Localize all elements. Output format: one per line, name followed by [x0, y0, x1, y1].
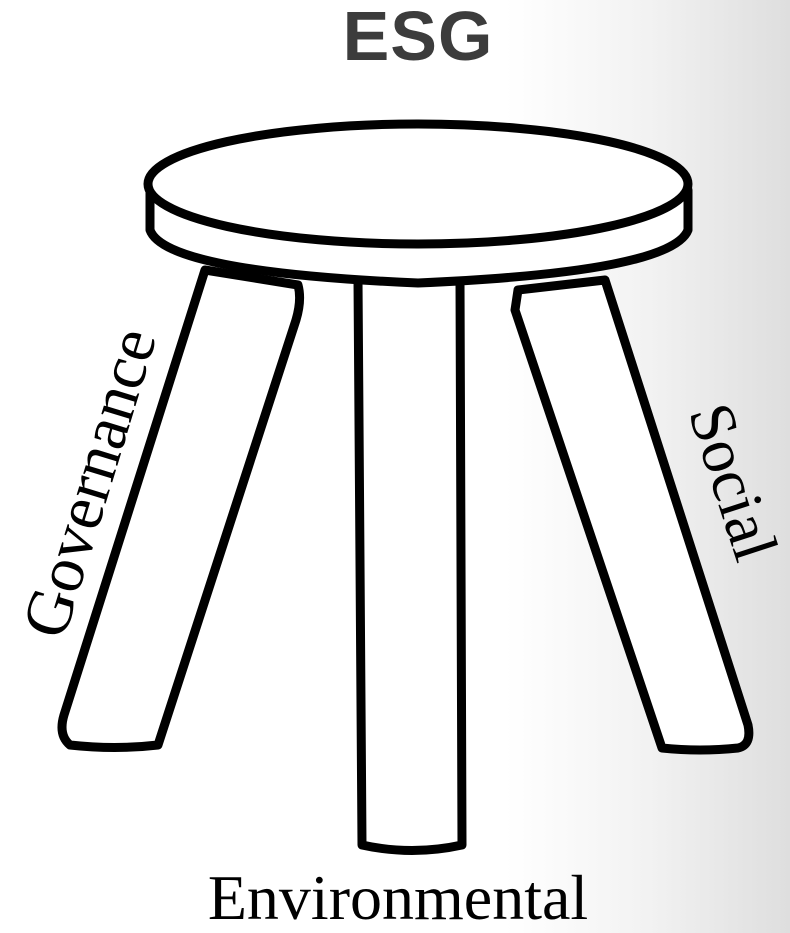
stool-seat-top	[148, 124, 688, 244]
environmental-label: Environmental	[208, 866, 588, 930]
environmental-leg	[358, 280, 462, 851]
